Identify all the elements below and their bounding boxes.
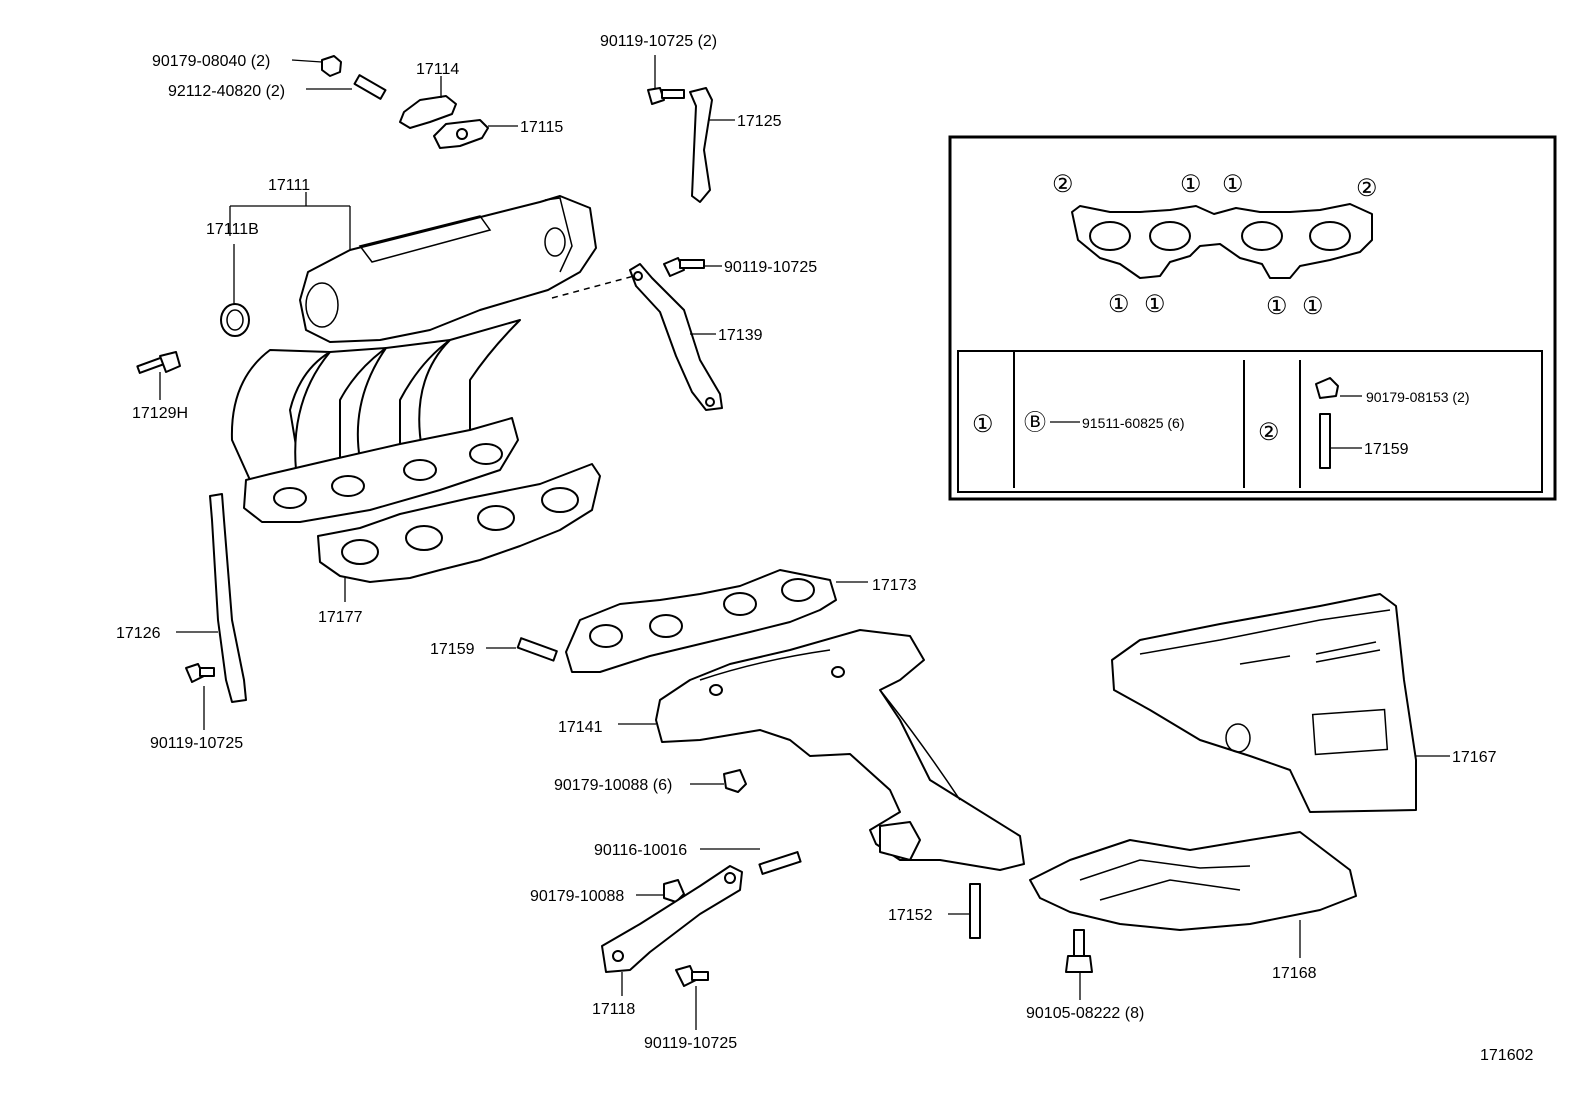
inset-mark-top-1: ② [1052, 171, 1074, 198]
label-90179-10088: 90179-10088 [530, 888, 624, 905]
stud-92112-40820 [306, 74, 387, 100]
diagram-id: 171602 [1480, 1047, 1533, 1064]
inset-key2-stud: 17159 [1364, 441, 1409, 458]
label-17118: 17118 [592, 1001, 635, 1018]
gasket-17115 [433, 119, 518, 149]
stud-17159 [486, 637, 558, 662]
label-17139: 17139 [718, 327, 763, 344]
inset-mark-bottom-3: ① [1266, 293, 1288, 320]
bolt-90119-10725-mid [663, 257, 722, 277]
stud-17152 [948, 883, 981, 939]
plate-17114 [399, 76, 457, 129]
label-17111: 17111 [268, 177, 310, 194]
inset-mark-top-4: ② [1356, 175, 1378, 202]
label-90119-10725-mid: 90119-10725 [724, 259, 817, 276]
manifold-17111 [229, 192, 597, 523]
label-90179-08040: 90179-08040 (2) [152, 53, 270, 70]
label-17114: 17114 [416, 61, 459, 78]
stay-17125 [689, 87, 735, 203]
inset-key2-symbol: ② [1258, 419, 1280, 446]
seal-17111B [220, 244, 250, 337]
label-90119-10725-top: 90119-10725 (2) [600, 33, 717, 50]
bolt-90119-10725-bot [675, 965, 709, 1030]
inset-detail-box [948, 135, 1557, 501]
nut-90179-08040 [291, 55, 342, 77]
gasket-17173 [565, 569, 868, 673]
inset-key1-bolt-symbol: Ⓑ [1024, 410, 1046, 435]
inset-mark-bottom-4: ① [1302, 293, 1324, 320]
bolt-90105-08222 [1065, 929, 1093, 1000]
inset-mark-bottom-1: ① [1108, 291, 1130, 318]
label-17152: 17152 [888, 907, 933, 924]
label-17177: 17177 [318, 609, 363, 626]
label-90119-10725-bot: 90119-10725 [644, 1035, 737, 1052]
nut-90179-10088-6 [690, 769, 747, 793]
label-90179-10088-6: 90179-10088 (6) [554, 777, 672, 794]
bolt-90119-10725-top [647, 55, 685, 105]
stay-17118 [601, 865, 743, 996]
bolt-17129H [136, 351, 181, 400]
label-17126: 17126 [116, 625, 161, 642]
label-17168: 17168 [1272, 965, 1317, 982]
label-90105-08222: 90105-08222 (8) [1026, 1005, 1144, 1022]
label-17125: 17125 [737, 113, 782, 130]
inset-mark-bottom-2: ① [1144, 291, 1166, 318]
label-92112-40820: 92112-40820 (2) [168, 83, 285, 100]
inset-mark-top-2: ① [1180, 171, 1202, 198]
gasket-17177 [317, 463, 601, 602]
stay-17139 [551, 263, 723, 411]
nut-90179-10088 [636, 879, 685, 903]
label-17141: 17141 [558, 719, 603, 736]
label-90119-10725-left: 90119-10725 [150, 735, 243, 752]
label-17115: 17115 [520, 119, 563, 136]
exhaust-manifold-17141 [618, 629, 1025, 871]
stud-90116-10016 [700, 848, 802, 875]
label-90116-10016: 90116-10016 [594, 842, 687, 859]
stay-17126 [176, 493, 247, 703]
inset-mark-top-3: ① [1222, 171, 1244, 198]
inset-key1-part: 91511-60825 (6) [1082, 415, 1184, 431]
inset-key1-symbol: ① [972, 411, 994, 438]
insulator-17167 [1111, 593, 1450, 813]
inset-key2-nut: 90179-08153 (2) [1366, 389, 1470, 405]
label-17173: 17173 [872, 577, 917, 594]
label-17159: 17159 [430, 641, 475, 658]
label-17167: 17167 [1452, 749, 1497, 766]
bolt-90119-10725-left [185, 663, 215, 730]
label-17129H: 17129H [132, 405, 188, 422]
label-17111B: 17111B [206, 221, 259, 238]
insulator-17168 [1029, 831, 1357, 958]
